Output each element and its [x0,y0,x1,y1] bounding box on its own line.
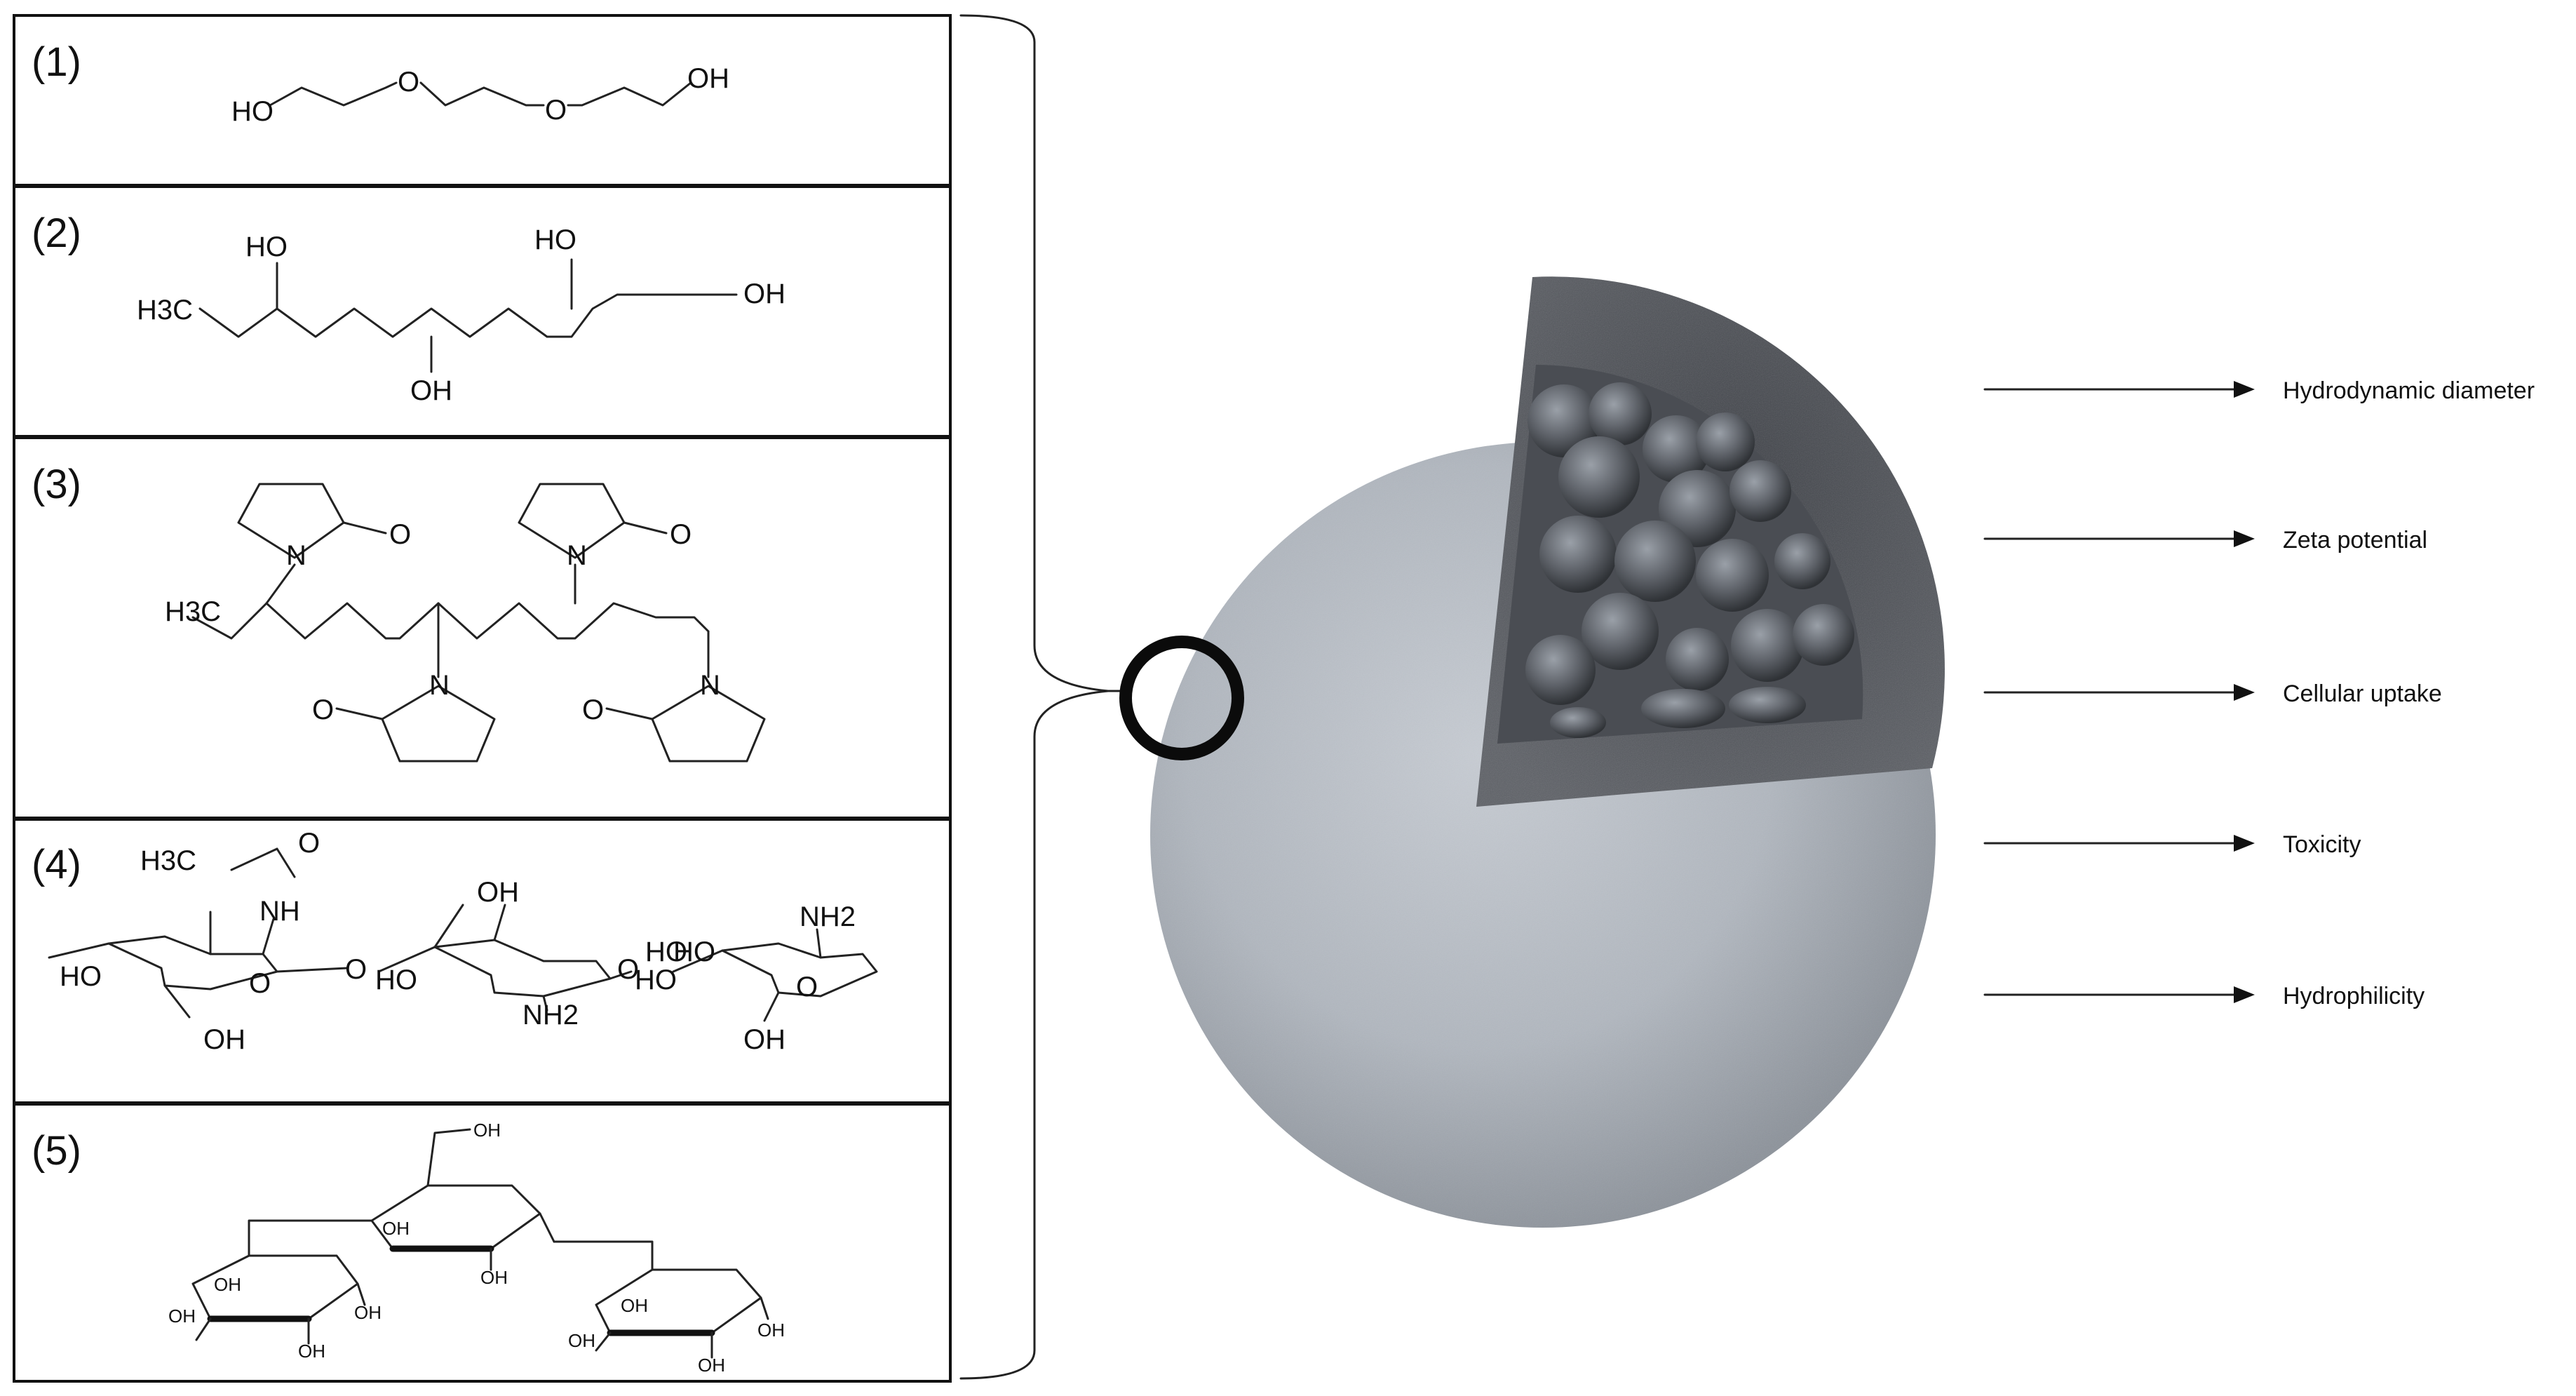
panel-2: (2) H3C HO OH HO OH [13,185,952,438]
atom-oh: OH [214,1274,241,1295]
atom-o: O [345,954,367,985]
panel-5-label: (5) [32,1128,81,1174]
molecule-1: HO O O OH [231,63,729,127]
property-label: Cellular uptake [2283,680,2442,707]
surface-highlight-circle [1119,636,1244,760]
atom-o: O [545,95,567,126]
atom-ho: HO [60,961,102,992]
panel-5-box [13,1103,952,1383]
property-hydrophilicity: Hydrophilicity [1983,983,2425,1009]
atom-n: N [567,540,587,571]
panel-1-label: (1) [32,39,81,85]
atom-o: O [617,954,639,985]
molecule-5: OH OH OH OH OH OH OH OH OH OH OH [168,1120,785,1376]
panel-4-box [13,818,952,1104]
atom-oh: OH [298,1341,325,1362]
atom-o: O [398,67,419,98]
nanoparticle [1119,276,1945,1228]
brace [959,14,1110,1380]
atom-oh: OH [743,278,785,309]
property-zeta-potential: Zeta potential [1983,527,2427,553]
atom-n: N [700,670,720,701]
panel-5: (5) OH OH OH OH [13,1103,952,1383]
atom-oh: OH [382,1218,410,1239]
panel-3-label: (3) [32,462,81,507]
panel-2-label: (2) [32,210,81,256]
atom-ho: HO [375,965,417,995]
panel-2-box [13,185,952,438]
property-list: Hydrodynamic diameter Zeta potential Cel… [1983,377,2535,1009]
core-beads [1525,382,1854,738]
atom-oh: OH [168,1306,196,1327]
arrow-head-icon [2234,381,2255,398]
property-label: Zeta potential [2283,527,2427,553]
atom-oh: OH [354,1302,382,1323]
atom-h3c: H3C [165,596,221,627]
property-toxicity: Toxicity [1983,831,2361,858]
property-label: Toxicity [2283,831,2361,858]
atom-oh: OH [203,1024,245,1055]
panel-3: (3) H3C N O N O N O N [13,436,952,819]
molecule-4: H3C O NH OH HO O O HO OH NH2 O HO HO NH2… [48,828,878,1055]
atom-o: O [582,694,604,725]
property-hydrodynamic-diameter: Hydrodynamic diameter [1983,377,2535,404]
atom-o: O [249,968,271,999]
atom-oh: OH [480,1267,508,1288]
atom-ho: HO [534,224,576,255]
atom-n: N [429,670,450,701]
atom-oh: OH [473,1120,501,1141]
atom-nh: NH [259,896,300,927]
property-label: Hydrophilicity [2283,983,2425,1009]
atom-oh: OH [687,63,729,94]
atom-oh: OH [568,1330,595,1351]
atom-nh2: NH2 [522,1000,579,1031]
atom-ho: HO [635,965,677,995]
atom-oh: OH [698,1355,725,1376]
panel-3-box [13,436,952,819]
atom-nh2: NH2 [800,901,856,932]
molecule-3: H3C N O N O N O N O [165,483,766,763]
panel-1: (1) HO O O OH [13,14,952,187]
arrow-head-icon [2234,530,2255,547]
atom-oh: OH [477,877,519,908]
atom-h3c: H3C [137,295,193,325]
atom-ho: HO [231,96,274,127]
property-cellular-uptake: Cellular uptake [1983,680,2442,707]
atom-oh: OH [621,1295,648,1316]
panel-4: (4) H3C O NH OH HO O O [13,818,952,1104]
atom-ho: HO [245,231,288,262]
atom-ho: HO [673,937,715,967]
property-label: Hydrodynamic diameter [2283,377,2535,404]
arrow-head-icon [2234,684,2255,701]
arrow-head-icon [2234,986,2255,1003]
atom-oh: OH [743,1024,785,1055]
atom-o: O [312,694,334,725]
molecule-2: H3C HO OH HO OH [137,224,785,406]
atom-o: O [796,972,818,1002]
panel-4-label: (4) [32,842,81,887]
arrow-head-icon [2234,835,2255,852]
atom-oh: OH [410,375,452,406]
panel-1-box [13,14,952,187]
atom-o: O [670,519,692,550]
atom-o: O [389,519,411,550]
atom-o: O [298,828,320,859]
atom-ho: HO [645,937,687,967]
atom-h3c: H3C [140,845,196,876]
atom-n: N [286,540,306,571]
atom-oh: OH [757,1320,785,1341]
